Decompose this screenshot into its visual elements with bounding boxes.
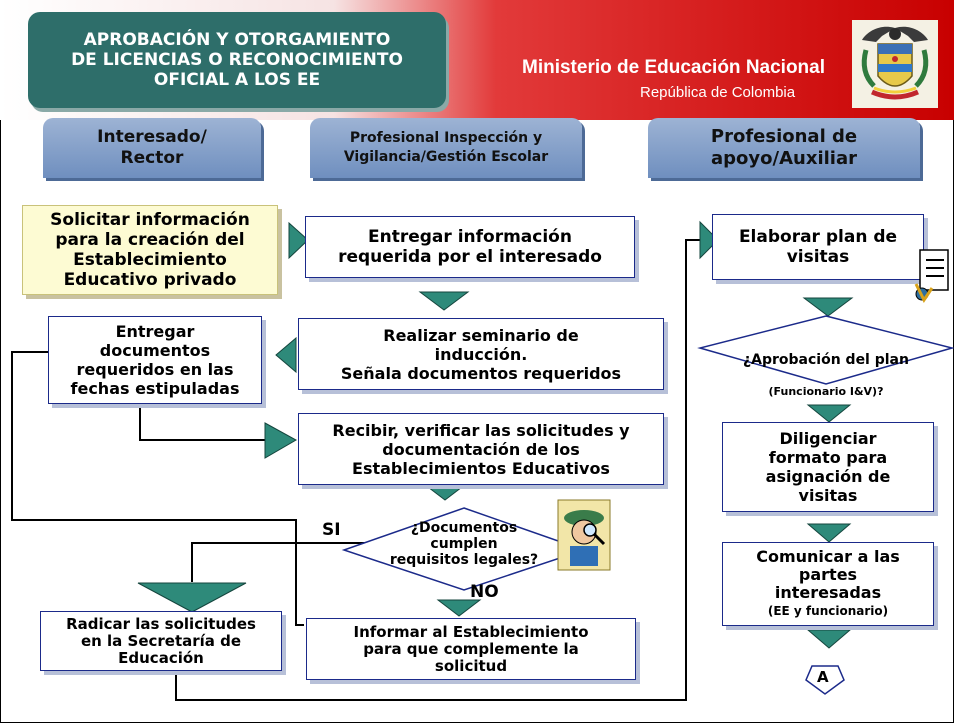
role-interesado-label: Interesado/ Rector <box>97 127 207 168</box>
role-apoyo-label: Profesional de apoyo/Auxiliar <box>710 126 858 169</box>
arrow-no-to-informar <box>436 599 482 617</box>
step-diligenciar-label: Diligenciar formato para asignación de v… <box>765 429 891 505</box>
arrow-recibir-to-decision <box>422 483 468 501</box>
branch-si-label: SI <box>322 520 341 540</box>
decision-documentos-diamond <box>341 507 587 591</box>
checklist-icon <box>914 249 949 303</box>
step-informar-establecimiento: Informar al Establecimiento para que com… <box>306 618 636 680</box>
step-radicar-label: Radicar las solicitudes en la Secretaría… <box>66 614 256 667</box>
step-diligenciar-formato: Diligenciar formato para asignación de v… <box>722 422 934 512</box>
decision-documentos-label: ¿Documentos cumplen requisitos legales? <box>389 520 539 568</box>
step-entregar-informacion-label: Entregar información requerida por el in… <box>338 227 602 267</box>
docs-to-recibir-line <box>139 400 268 441</box>
radicar-to-elaborar-line <box>175 239 700 701</box>
arrow-aprobacion-to-diligenciar <box>806 404 852 423</box>
step-solicitar-label: Solicitar información para la creación d… <box>50 210 250 290</box>
step-solicitar-informacion: Solicitar información para la creación d… <box>22 205 278 295</box>
republic-name: República de Colombia <box>640 84 796 101</box>
arrow-comunicar-to-connector <box>806 629 852 649</box>
si-branch-line <box>191 542 370 582</box>
arrow-elaborar-to-aprobacion <box>802 297 854 317</box>
step-comunicar-label: Comunicar a las partes interesadas <box>756 547 900 602</box>
role-profesional-iv-header: Profesional Inspección y Vigilancia/Gest… <box>310 118 582 178</box>
step-recibir-verificar: Recibir, verificar las solicitudes y doc… <box>298 413 664 485</box>
step-entregar-informacion: Entregar información requerida por el in… <box>305 216 635 278</box>
role-interesado-header: Interesado/ Rector <box>43 118 261 178</box>
step-elaborar-label: Elaborar plan de visitas <box>738 227 898 267</box>
branch-no-label: NO <box>470 582 499 602</box>
step-realizar-seminario-label: Realizar seminario de inducción. Señala … <box>340 325 622 383</box>
arrow-si-to-radicar <box>137 582 247 613</box>
step-informar-label: Informar al Establecimiento para que com… <box>353 622 589 675</box>
ministry-name: Ministerio de Educación Nacional <box>522 57 826 78</box>
arrow-seminario-to-docs <box>275 336 297 374</box>
connector-a-label: A <box>817 668 829 686</box>
role-profesional-iv-label: Profesional Inspección y Vigilancia/Gest… <box>343 130 549 165</box>
arrow-into-elaborar <box>699 220 719 260</box>
step-comunicar-partes: Comunicar a las partes interesadas (EE y… <box>722 542 934 626</box>
decision-aprobacion-sub: (Funcionario I&V)? <box>768 385 884 398</box>
inspector-icon <box>557 499 611 571</box>
step-comunicar-sub-label: (EE y funcionario) <box>767 604 889 618</box>
loop-back-line <box>11 351 304 626</box>
step-entregar-documentos: Entregar documentos requeridos en las fe… <box>48 316 262 404</box>
step-entregar-documentos-label: Entregar documentos requeridos en las fe… <box>70 322 240 398</box>
role-apoyo-header: Profesional de apoyo/Auxiliar <box>648 118 920 178</box>
decision-aprobacion-label: ¿Aprobación del plan (Funcionario I&V)? <box>706 336 946 416</box>
colombia-crest-icon <box>852 20 938 108</box>
title-box: APROBACIÓN Y OTORGAMIENTO DE LICENCIAS O… <box>28 12 446 108</box>
arrow-entregar-to-seminario <box>418 291 470 311</box>
step-radicar-solicitudes: Radicar las solicitudes en la Secretaría… <box>40 611 282 671</box>
step-realizar-seminario: Realizar seminario de inducción. Señala … <box>298 318 664 390</box>
arrow-solicitar-to-entregar <box>288 221 309 260</box>
step-elaborar-plan: Elaborar plan de visitas <box>712 214 924 280</box>
connector-a-shape <box>805 665 845 695</box>
decision-aprobacion-question: ¿Aprobación del plan <box>743 352 909 368</box>
arrow-diligenciar-to-comunicar <box>806 523 852 543</box>
step-recibir-verificar-label: Recibir, verificar las solicitudes y doc… <box>332 420 630 478</box>
page-title: APROBACIÓN Y OTORGAMIENTO DE LICENCIAS O… <box>71 30 403 90</box>
arrow-into-recibir <box>264 422 298 459</box>
decision-aprobacion-diamond <box>697 315 954 385</box>
